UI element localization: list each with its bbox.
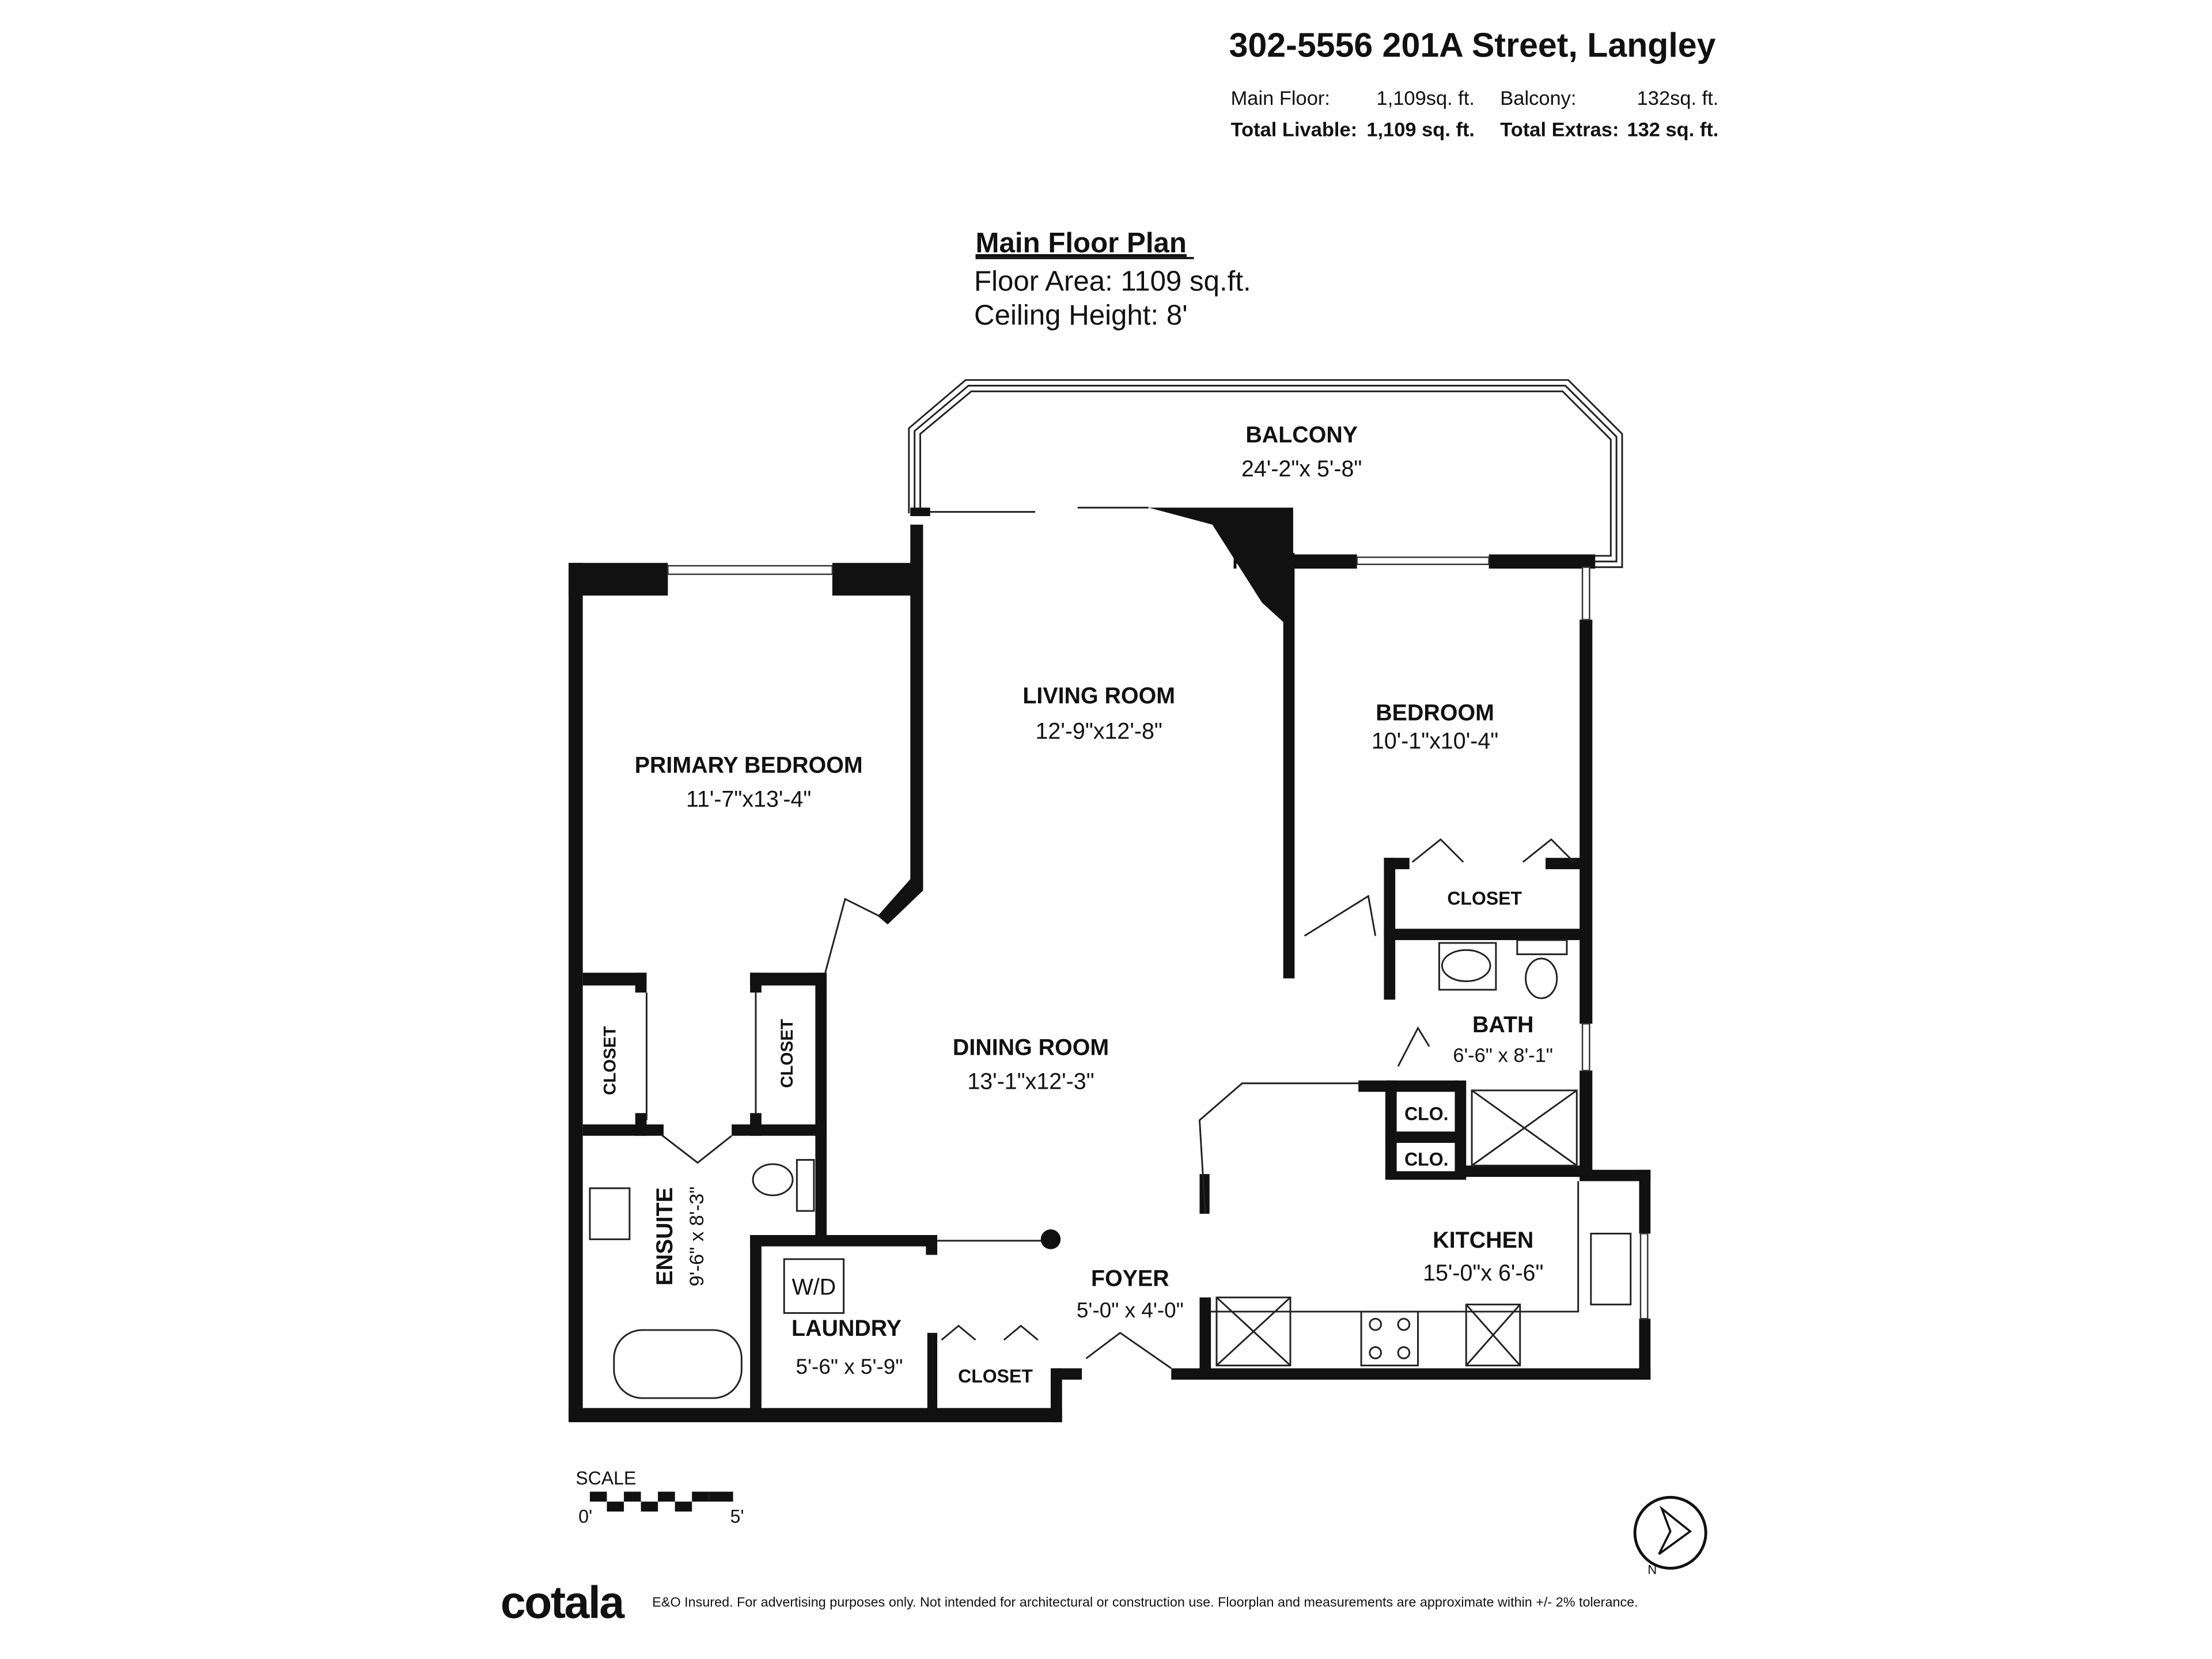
- ceiling-height: Ceiling Height: 8': [974, 300, 1188, 331]
- address-title: 302-5556 201A Street, Langley: [1229, 26, 1716, 64]
- bedroom-size: 10'-1"x10'-4": [1372, 729, 1498, 754]
- scale-end: 5': [730, 1506, 744, 1527]
- plan-title: Main Floor Plan: [976, 227, 1187, 259]
- dining-room-size: 13'-1"x12'-3": [967, 1069, 1094, 1094]
- foyer-closet-label: CLOSET: [958, 1366, 1033, 1387]
- washer-dryer-label: W/D: [792, 1274, 836, 1300]
- clo-lower-label: CLO.: [1404, 1149, 1448, 1169]
- total-livable-label: Total Livable:: [1231, 119, 1358, 141]
- primary-bedroom-size: 11'-7"x13'-4": [686, 787, 811, 812]
- kitchen-name: KITCHEN: [1433, 1228, 1533, 1253]
- ensuite-size: 9'-6" x 8'-3": [686, 1187, 708, 1287]
- cotala-logo: cotala: [501, 1577, 625, 1628]
- dining-room-name: DINING ROOM: [953, 1035, 1109, 1060]
- foyer-size: 5'-0" x 4'-0": [1077, 1298, 1184, 1322]
- bath-size: 6'-6" x 8'-1": [1453, 1045, 1553, 1067]
- main-floor-value: 1,109sq. ft.: [1377, 88, 1475, 109]
- total-extras-label: Total Extras:: [1500, 119, 1619, 141]
- fixtures: [589, 506, 1649, 1399]
- ensuite-name: ENSUITE: [652, 1187, 677, 1286]
- closet-left-label: CLOSET: [600, 1026, 619, 1095]
- floor-area: Floor Area: 1109 sq.ft.: [974, 266, 1251, 297]
- foyer-name: FOYER: [1091, 1266, 1169, 1291]
- kitchen-size: 15'-0"x 6'-6": [1423, 1260, 1543, 1286]
- living-room-size: 12'-9"x12'-8": [1036, 718, 1162, 744]
- fireplace-label: FP: [1232, 551, 1257, 573]
- primary-bedroom-name: PRIMARY BEDROOM: [635, 753, 863, 778]
- closet-right-label: CLOSET: [778, 1019, 797, 1088]
- balcony-size: 24'-2"x 5'-8": [1241, 456, 1362, 482]
- main-floor-label: Main Floor:: [1231, 88, 1330, 109]
- north-arrow-icon: N: [1633, 1495, 1707, 1577]
- disclaimer: E&O Insured. For advertising purposes on…: [652, 1594, 1638, 1609]
- scale-bar: SCALE 0' 5': [575, 1468, 744, 1527]
- clo-upper-label: CLO.: [1404, 1104, 1448, 1124]
- scale-label: SCALE: [575, 1468, 636, 1488]
- balcony-area-value: 132sq. ft.: [1637, 88, 1719, 109]
- scale-start: 0': [578, 1506, 592, 1527]
- balcony-area-label: Balcony:: [1500, 88, 1576, 109]
- column-post: [1040, 1229, 1061, 1249]
- north-letter: N: [1647, 1562, 1657, 1577]
- laundry-size: 5'-6" x 5'-9": [796, 1355, 903, 1378]
- laundry-name: LAUNDRY: [791, 1316, 902, 1341]
- bath-name: BATH: [1472, 1012, 1533, 1037]
- living-room-name: LIVING ROOM: [1022, 683, 1175, 709]
- balcony-outline: [908, 379, 1623, 569]
- total-livable-value: 1,109 sq. ft.: [1366, 119, 1475, 141]
- walls: [569, 507, 1651, 1422]
- bedroom-closet-label: CLOSET: [1447, 888, 1522, 908]
- total-extras-value: 132 sq. ft.: [1627, 119, 1718, 141]
- balcony-name: BALCONY: [1245, 422, 1358, 448]
- bedroom-name: BEDROOM: [1376, 700, 1494, 725]
